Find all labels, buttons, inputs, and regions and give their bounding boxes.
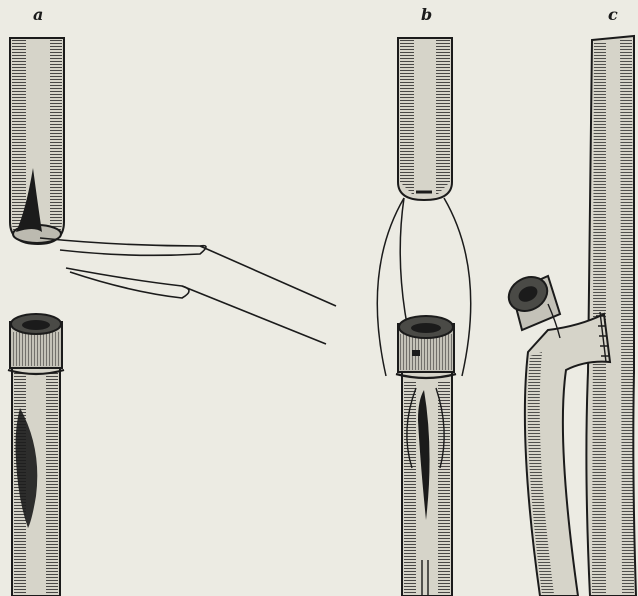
panel-b-lower-vessel [396,316,456,596]
panel-a-suture-threads [40,238,336,344]
panel-a [8,38,336,596]
panel-label-c: c [608,5,618,24]
panel-label-b: b [421,5,432,24]
panel-label-a: a [33,5,43,24]
panel-b [377,38,470,596]
panel-a-upper-vessel [10,38,64,244]
panel-b-upper-vessel [398,38,452,200]
panel-c-cuff [503,270,560,338]
panel-c [503,36,636,596]
panel-c-main-vessel [586,36,636,596]
panel-a-lower-vessel [8,314,64,596]
